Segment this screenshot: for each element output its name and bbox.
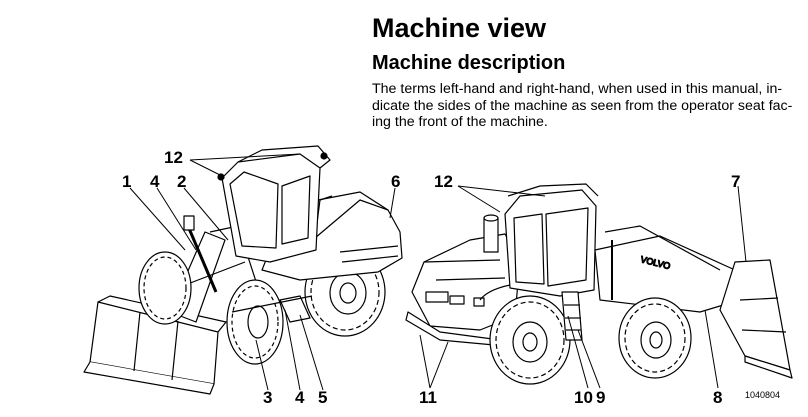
- left-rear-tire-far: [138, 251, 192, 325]
- description-paragraph: The terms left-hand and right-hand, when…: [372, 81, 802, 131]
- callout-number: 4: [295, 388, 305, 407]
- figure-id: 1040804: [745, 390, 780, 400]
- description-line: The terms left-hand and right-hand, when…: [372, 81, 783, 97]
- callout-number: 7: [731, 172, 740, 191]
- callout-number: 11: [419, 388, 437, 407]
- callout-number: 8: [713, 388, 722, 407]
- left-machine-drawing: [83, 145, 403, 395]
- description-line: dicate the sides of the machine as seen …: [372, 97, 793, 114]
- callout-number: 2: [177, 172, 186, 191]
- left-cab: [221, 153, 321, 263]
- callout-numbers: 12 1 4 2 6 3 4 5 12 7 11 10 9 8: [122, 148, 740, 407]
- callout-number: 9: [596, 388, 605, 407]
- callout-number: 6: [391, 172, 400, 191]
- callout-number: 4: [150, 172, 160, 191]
- section-subtitle: Machine description: [372, 52, 566, 74]
- callout-number: 12: [434, 172, 453, 191]
- description-line: ing the front of the machine.: [372, 114, 548, 130]
- page-title: Machine view: [372, 13, 547, 43]
- right-exhaust: [483, 217, 499, 253]
- callout-number: 12: [164, 148, 183, 167]
- leader-lines: [129, 153, 747, 391]
- callout-number: 1: [122, 172, 131, 191]
- callout-number: 10: [574, 388, 593, 407]
- callout-number: 3: [263, 388, 272, 407]
- right-machine-drawing: VOLVO: [405, 183, 793, 385]
- callout-number: 5: [318, 388, 327, 407]
- right-bucket: [719, 259, 791, 371]
